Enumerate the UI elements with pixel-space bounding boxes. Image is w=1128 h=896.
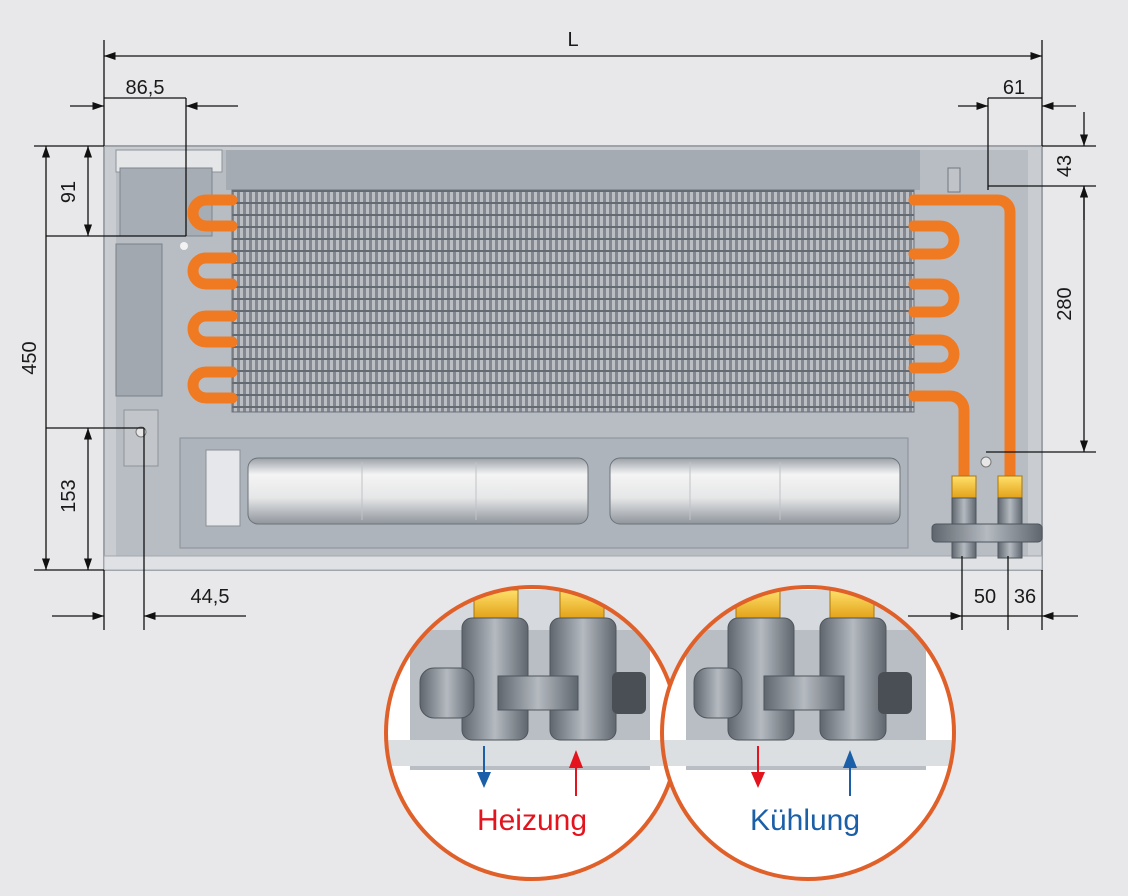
dim-connection-right: 36 (1014, 586, 1036, 608)
dimension-lines (34, 40, 1096, 630)
mount-hole (980, 456, 992, 468)
air-vent (947, 167, 961, 193)
fan-control (205, 449, 241, 527)
dim-total-height: 450 (19, 341, 41, 374)
mounting-plate (123, 409, 159, 467)
heating-label: Heizung (477, 804, 587, 837)
dimension-labels: L 86,5 61 43 280 450 91 153 44,5 50 36 (19, 29, 1076, 608)
cooling-circle-border (660, 585, 956, 881)
mount-hole (180, 242, 188, 250)
return-arrow-icon (477, 772, 491, 788)
unit-drawing (103, 145, 1043, 571)
coil-fins (231, 189, 915, 413)
cooling-label: Kühlung (750, 804, 860, 837)
coil-shadow (232, 190, 914, 412)
dim-bottom-offset: 44,5 (191, 586, 230, 608)
dim-bottom-left: 153 (58, 479, 80, 512)
fan-roll-right (609, 457, 901, 525)
supply-arrow-icon (843, 750, 857, 768)
bottom-rail (103, 555, 1043, 571)
dim-connection-spacing: 50 (974, 586, 996, 608)
valve-block (931, 475, 1043, 559)
fan-blade-lines (361, 462, 781, 520)
detail-cooling: Kühlung (660, 585, 956, 881)
dim-top-right: 43 (1054, 155, 1076, 177)
coil-frame (226, 150, 920, 190)
right-pipe-bends (908, 194, 1016, 490)
dim-top-left: 91 (58, 181, 80, 203)
junction-box (115, 243, 163, 397)
left-pipe-bends (187, 194, 238, 404)
dim-pipe-spacing: 280 (1054, 287, 1076, 320)
dim-overall-length: L (567, 29, 578, 51)
supply-arrow-icon (569, 750, 583, 768)
dim-right-offset: 61 (1003, 77, 1025, 99)
dim-left-offset: 86,5 (126, 77, 165, 99)
detail-heating: Heizung (384, 585, 680, 881)
fan-roll-left (247, 457, 589, 525)
return-arrow-icon (751, 772, 765, 788)
